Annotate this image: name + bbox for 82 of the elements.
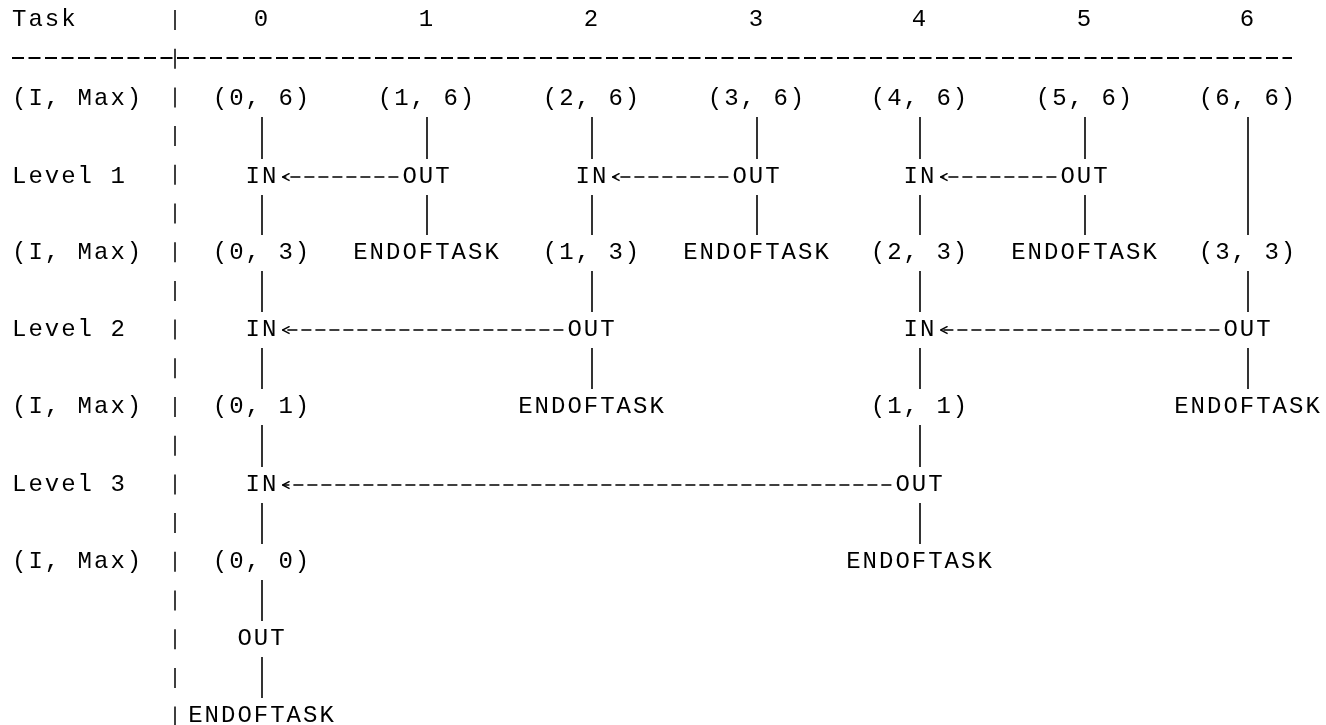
column-header: 3 bbox=[748, 6, 766, 34]
column-header: 1 bbox=[418, 6, 436, 34]
connector-line bbox=[919, 424, 921, 468]
node-text: IN bbox=[245, 471, 279, 499]
node-text: IN bbox=[575, 163, 609, 191]
row-label: (I, Max) bbox=[12, 393, 144, 421]
connector-line bbox=[591, 116, 593, 160]
node-text: (1, 6) bbox=[377, 85, 477, 113]
connector-line bbox=[756, 116, 758, 160]
node-text: (5, 6) bbox=[1035, 85, 1135, 113]
node-text: IN bbox=[903, 316, 937, 344]
connector-line bbox=[261, 424, 263, 468]
node-text: ENDOFTASK bbox=[353, 239, 501, 267]
connector-line bbox=[591, 347, 593, 390]
connector-line bbox=[261, 656, 263, 699]
connector-line bbox=[1247, 270, 1249, 313]
arrow bbox=[281, 480, 893, 490]
node-text: (2, 6) bbox=[542, 85, 642, 113]
node-text: OUT bbox=[567, 316, 617, 344]
connector-line bbox=[426, 194, 428, 236]
row-label: (I, Max) bbox=[12, 239, 144, 267]
node-text: ENDOFTASK bbox=[1174, 393, 1322, 421]
connector-line bbox=[919, 502, 921, 545]
connector-line bbox=[919, 194, 921, 236]
node-text: (0, 6) bbox=[212, 85, 312, 113]
column-header: 5 bbox=[1076, 6, 1094, 34]
connector-line bbox=[261, 502, 263, 545]
node-text: OUT bbox=[895, 471, 945, 499]
arrow bbox=[939, 172, 1058, 182]
connector-line bbox=[261, 579, 263, 622]
row-label: (I, Max) bbox=[12, 548, 144, 576]
node-text: ENDOFTASK bbox=[846, 548, 994, 576]
column-header: 4 bbox=[911, 6, 929, 34]
connector-line bbox=[261, 194, 263, 236]
connector-line bbox=[591, 270, 593, 313]
connector-line bbox=[919, 116, 921, 160]
node-text: (4, 6) bbox=[870, 85, 970, 113]
connector-line bbox=[1247, 116, 1249, 236]
node-text: (6, 6) bbox=[1198, 85, 1298, 113]
connector-line bbox=[426, 116, 428, 160]
row-label: Task bbox=[12, 6, 78, 34]
column-header: 2 bbox=[583, 6, 601, 34]
node-text: OUT bbox=[732, 163, 782, 191]
row-label: Level 3 bbox=[12, 471, 127, 499]
node-text: OUT bbox=[402, 163, 452, 191]
node-text: (0, 0) bbox=[212, 548, 312, 576]
arrow bbox=[611, 172, 730, 182]
node-text: ENDOFTASK bbox=[683, 239, 831, 267]
node-text: OUT bbox=[237, 625, 287, 653]
connector-line bbox=[261, 347, 263, 390]
node-text: ENDOFTASK bbox=[518, 393, 666, 421]
node-text: ENDOFTASK bbox=[188, 702, 336, 725]
node-text: OUT bbox=[1060, 163, 1110, 191]
node-text: (3, 3) bbox=[1198, 239, 1298, 267]
node-text: (2, 3) bbox=[870, 239, 970, 267]
row-label: (I, Max) bbox=[12, 85, 144, 113]
connector-line bbox=[1247, 347, 1249, 390]
node-text: (3, 6) bbox=[707, 85, 807, 113]
column-header: 6 bbox=[1239, 6, 1257, 34]
row-label: Level 2 bbox=[12, 316, 127, 344]
connector-line bbox=[756, 194, 758, 236]
node-text: (1, 1) bbox=[870, 393, 970, 421]
connector-line bbox=[919, 270, 921, 313]
connector-line bbox=[261, 270, 263, 313]
node-text: OUT bbox=[1223, 316, 1273, 344]
connector-line bbox=[919, 347, 921, 390]
connector-line bbox=[591, 194, 593, 236]
node-text: IN bbox=[903, 163, 937, 191]
node-text: ENDOFTASK bbox=[1011, 239, 1159, 267]
node-text: IN bbox=[245, 316, 279, 344]
arrow bbox=[281, 172, 400, 182]
row-label: Level 1 bbox=[12, 163, 127, 191]
connector-line bbox=[1084, 194, 1086, 236]
node-text: (0, 3) bbox=[212, 239, 312, 267]
connector-line bbox=[1084, 116, 1086, 160]
column-header: 0 bbox=[253, 6, 271, 34]
node-text: IN bbox=[245, 163, 279, 191]
node-text: (1, 3) bbox=[542, 239, 642, 267]
arrow bbox=[281, 325, 565, 335]
connector-line bbox=[261, 116, 263, 160]
node-text: (0, 1) bbox=[212, 393, 312, 421]
arrow bbox=[939, 325, 1221, 335]
